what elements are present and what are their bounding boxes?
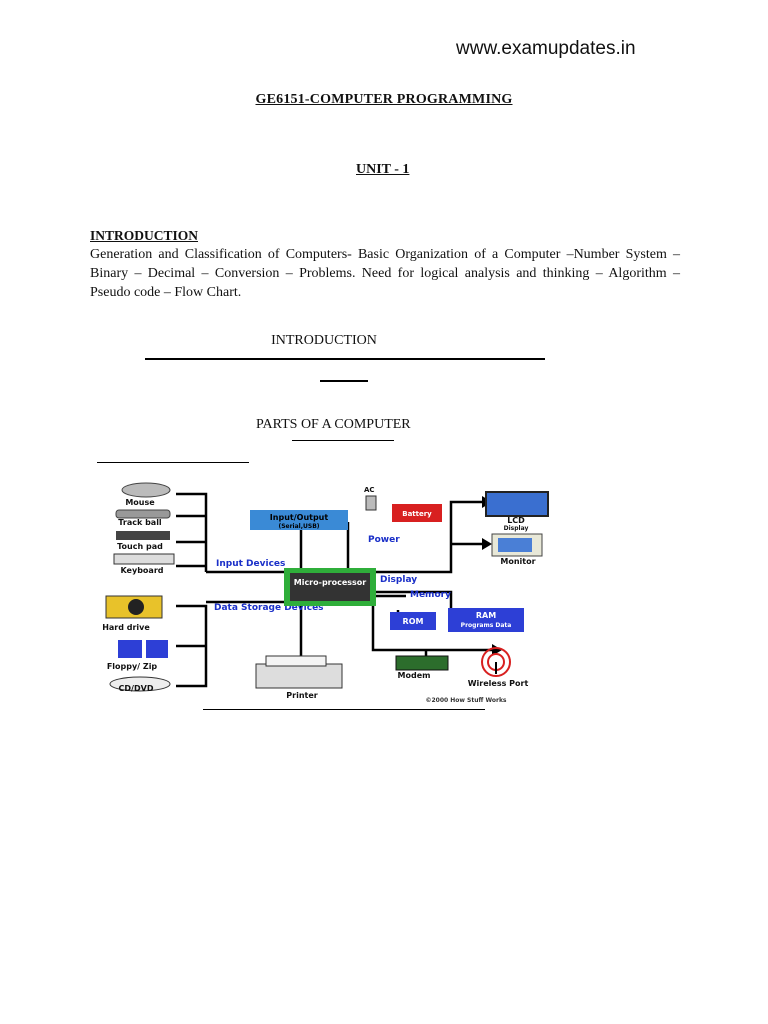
input-output-label: Input/Output <box>270 513 329 522</box>
bottom-rule <box>203 709 485 710</box>
plug-icon <box>365 495 377 511</box>
unit-heading-text: UNIT - 1 <box>356 162 410 177</box>
unit-heading: UNIT - 1 <box>356 162 409 178</box>
intro-heading: INTRODUCTION <box>90 228 199 243</box>
printer-label: Printer <box>286 691 317 700</box>
left-rule <box>97 462 249 463</box>
rom-box: ROM <box>390 612 436 630</box>
keyboard-icon: Keyboard <box>113 553 175 575</box>
touchpad-label: Touch pad <box>117 542 163 551</box>
ram-label: RAM <box>476 611 496 620</box>
trackball-icon: Track ball <box>115 509 171 527</box>
hard-drive-icon: Hard drive <box>102 595 163 632</box>
credit-text: ©2000 How Stuff Works <box>425 697 506 704</box>
battery-box: Battery <box>392 504 442 522</box>
mouse-label: Mouse <box>125 498 155 507</box>
monitor-icon: Monitor <box>491 533 543 566</box>
lcd-icon: LCD Display <box>485 491 549 532</box>
modem-label: Modem <box>398 671 431 680</box>
input-devices-label: Input Devices <box>216 559 285 569</box>
touchpad-icon: Touch pad <box>116 531 170 551</box>
printer-icon: Printer <box>255 655 343 700</box>
cd-label: CD/DVD <box>119 684 154 693</box>
ram-box: RAM Programs Data <box>448 608 524 632</box>
cd-icon: CD/DVD <box>109 676 171 693</box>
wireless-label: Wireless Port <box>468 679 529 688</box>
short-rule <box>320 380 368 382</box>
ac-label: AC <box>364 486 375 494</box>
subsection-heading: PARTS OF A COMPUTER <box>256 417 411 432</box>
floppy-icon: Floppy/ Zip <box>107 640 168 671</box>
computer-parts-diagram: Mouse Track ball Touch pad Keyboard Hard… <box>96 478 556 710</box>
keyboard-label: Keyboard <box>121 566 164 575</box>
rom-label: ROM <box>403 617 424 626</box>
wireless-port-icon: Wireless Port <box>468 647 529 688</box>
display-label: Display <box>380 575 417 585</box>
microprocessor-chip: Micro-processor <box>284 568 376 606</box>
hard-drive-label: Hard drive <box>102 623 150 632</box>
document-title-text: GE6151-COMPUTER PROGRAMMING <box>255 92 513 107</box>
input-output-sub: (Serial,USB) <box>278 523 319 530</box>
lcd-sub: Display <box>504 525 529 532</box>
battery-label: Battery <box>402 510 432 518</box>
ram-sub: Programs Data <box>461 622 512 629</box>
section-rule <box>145 358 545 360</box>
mouse-icon: Mouse <box>121 482 171 507</box>
storage-label: Data Storage Devices <box>214 603 324 613</box>
memory-label: Memory <box>410 590 451 600</box>
section-heading: INTRODUCTION <box>271 333 377 348</box>
subsection-underline <box>292 440 394 441</box>
document-title: GE6151-COMPUTER PROGRAMMING <box>0 92 768 108</box>
floppy-label: Floppy/ Zip <box>107 662 158 671</box>
input-output-box: Input/Output (Serial,USB) <box>250 510 348 530</box>
microprocessor-label: Micro-processor <box>294 578 367 587</box>
site-url[interactable]: www.examupdates.in <box>456 38 636 59</box>
modem-icon: Modem <box>395 655 449 680</box>
monitor-label: Monitor <box>500 557 535 566</box>
intro-paragraph: Generation and Classification of Compute… <box>90 247 680 300</box>
power-label: Power <box>368 535 400 545</box>
lcd-label: LCD <box>507 516 525 525</box>
trackball-label: Track ball <box>118 518 162 527</box>
